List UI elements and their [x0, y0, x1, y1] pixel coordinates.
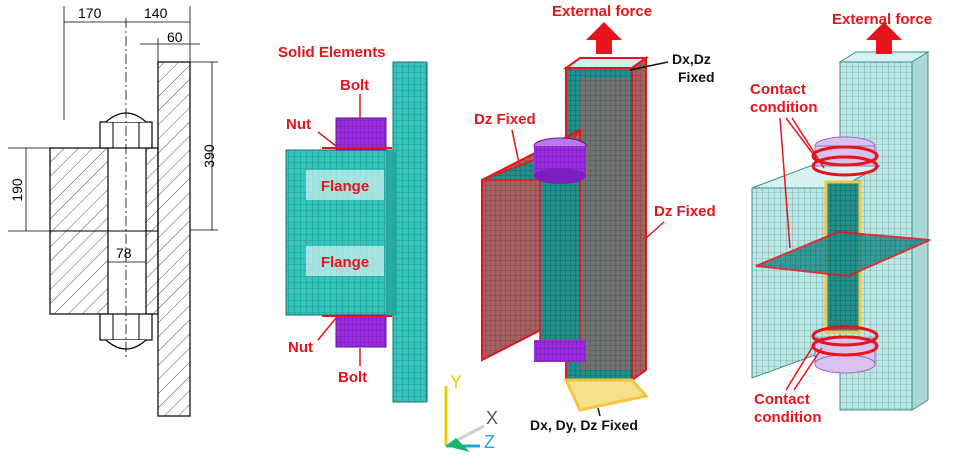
- label-external-force-3: External force: [552, 3, 652, 20]
- bolt-bottom-mesh: [335, 314, 387, 348]
- bolt-top-mesh: [335, 117, 387, 151]
- label-bolt-bottom: Bolt: [338, 369, 367, 386]
- label-dxdz-1: Dx,Dz: [672, 51, 711, 67]
- label-flange-bottom: Flange: [321, 254, 369, 271]
- solid-mesh-model: Flange Flange Solid Elements Bolt Nut Nu…: [278, 44, 428, 403]
- bolt-bottom-3d: [534, 340, 586, 362]
- label-dz-fixed-right: Dz Fixed: [654, 203, 716, 220]
- dim-78: 78: [116, 245, 132, 261]
- dim-60: 60: [167, 29, 183, 45]
- axis-x-label: X: [486, 408, 498, 428]
- label-contact-top-2: condition: [750, 99, 818, 116]
- contact-plane: [755, 230, 931, 278]
- label-external-force-4: External force: [832, 11, 932, 28]
- axis-z-label: Z: [484, 432, 495, 452]
- contact-ring-top-2: [811, 155, 879, 177]
- engineering-drawing: 170 140 60 390 190 78: [8, 5, 218, 417]
- label-nut-bottom: Nut: [288, 339, 313, 356]
- contact-ring-top-1: [811, 145, 879, 167]
- dim-170: 170: [78, 5, 102, 21]
- dim-390: 390: [201, 144, 217, 168]
- plate-mesh: [392, 61, 428, 403]
- external-force-arrow-4: [866, 22, 902, 54]
- label-flange-top: Flange: [321, 178, 369, 195]
- fixed-base-face: [563, 378, 649, 412]
- label-contact-bottom-2: condition: [754, 409, 822, 426]
- dim-190: 190: [9, 178, 25, 202]
- plate-side-face: [631, 56, 647, 382]
- axis-y-label: Y: [450, 372, 462, 392]
- dim-140: 140: [144, 5, 168, 21]
- label-contact-bottom-1: Contact: [754, 391, 810, 408]
- contact-condition-model: External force Contact condition Contact…: [750, 11, 932, 426]
- external-force-arrow: [586, 22, 622, 54]
- label-contact-top-1: Contact: [750, 81, 806, 98]
- vertical-plate: [157, 61, 191, 417]
- label-dz-fixed-left: Dz Fixed: [474, 111, 536, 128]
- label-solid-elements: Solid Elements: [278, 44, 386, 61]
- flange-side-face: [539, 160, 581, 362]
- label-dxdydz-fixed: Dx, Dy, Dz Fixed: [530, 417, 638, 433]
- contact-ring-bottom-1: [811, 325, 879, 347]
- coordinate-triad: Y X Z: [444, 372, 498, 452]
- boundary-condition-model: External force Dx,Dz Fixed Dz Fixed Dz F…: [474, 3, 716, 433]
- label-dxdz-2: Fixed: [678, 69, 715, 85]
- label-bolt-top: Bolt: [340, 77, 369, 94]
- label-nut-top: Nut: [286, 116, 311, 133]
